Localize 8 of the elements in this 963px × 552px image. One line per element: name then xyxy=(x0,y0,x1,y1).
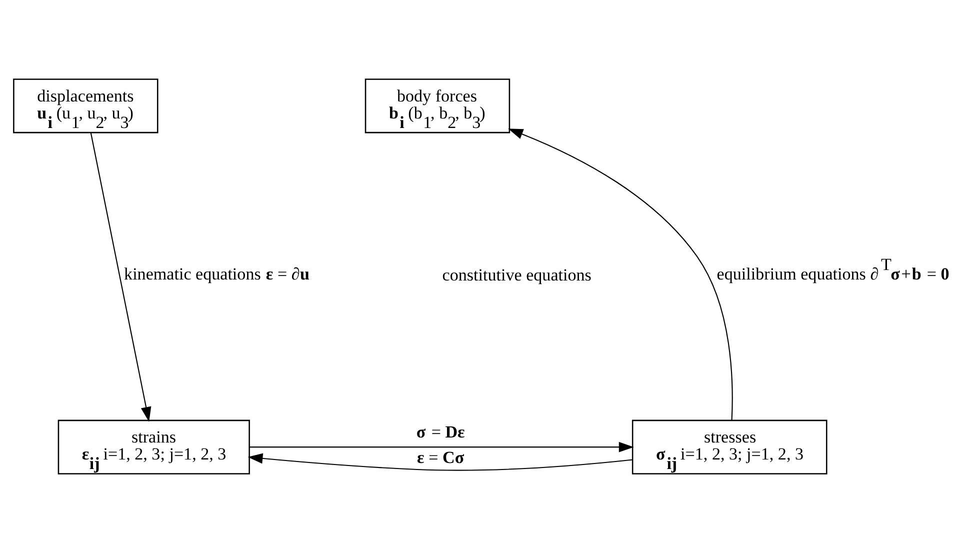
arrow xyxy=(249,441,634,452)
arrow xyxy=(90,132,151,422)
edge-label: σ = Dε xyxy=(416,422,464,441)
edge-label: kinematic equations ε = ∂u xyxy=(124,264,309,283)
edge-label: ε = Cσ xyxy=(416,447,464,466)
label: constitutive equations xyxy=(442,265,591,284)
arrow xyxy=(247,452,632,470)
arrow xyxy=(508,128,732,420)
